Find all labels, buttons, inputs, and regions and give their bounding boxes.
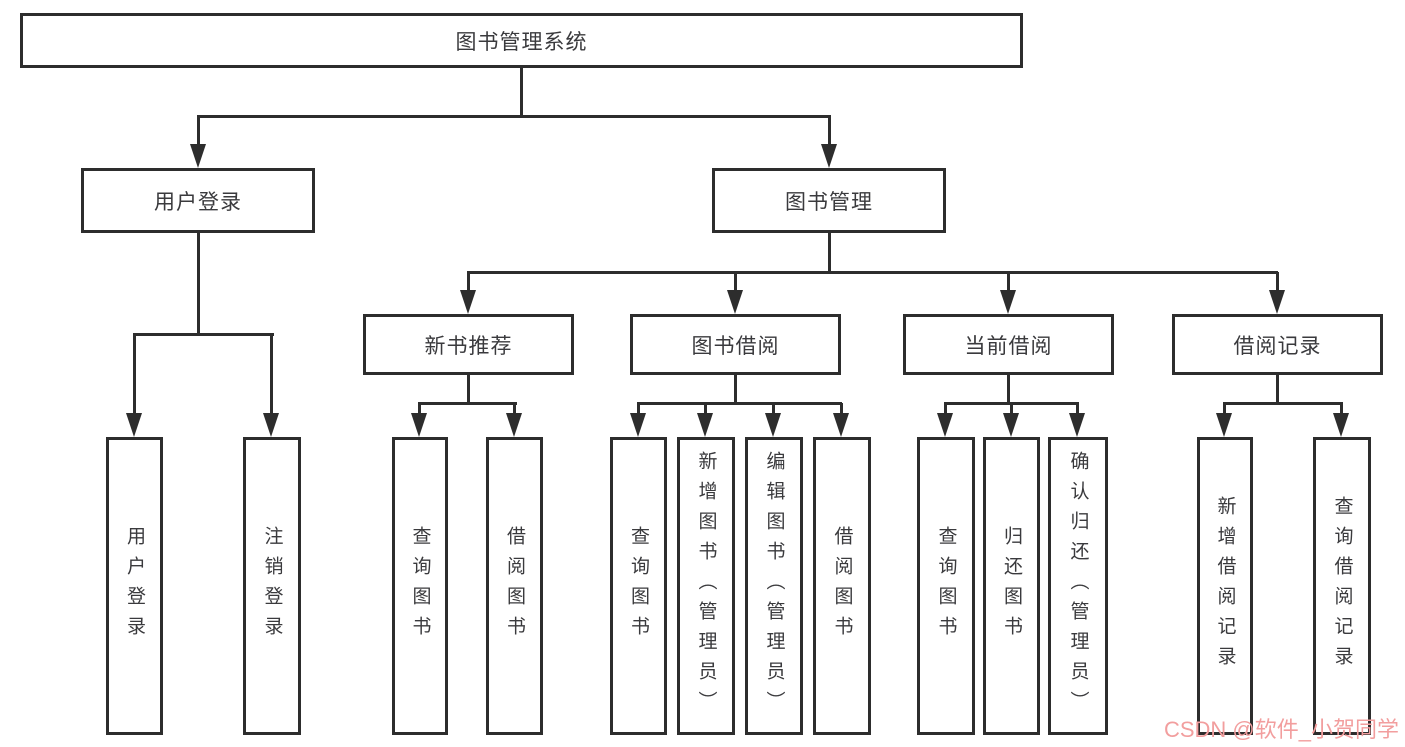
connector-line: [1223, 402, 1343, 405]
arrow-down-icon: [411, 413, 427, 437]
leaf-edit-books-admin: 编辑图书（管理员）: [745, 437, 803, 735]
leaf-confirm-return-admin: 确认归还（管理员）: [1048, 437, 1108, 735]
leaf-return-books: 归还图书: [983, 437, 1040, 735]
connector-line: [772, 403, 775, 417]
leaf-query-books-1: 查询图书: [392, 437, 448, 735]
arrow-down-icon: [506, 413, 522, 437]
connector-line: [1007, 375, 1010, 404]
connector-line: [1340, 403, 1343, 417]
connector-line: [734, 272, 737, 294]
connector-line: [133, 334, 136, 417]
node-borrow-records: 借阅记录: [1172, 314, 1383, 375]
connector-line: [840, 403, 843, 417]
arrow-down-icon: [190, 144, 206, 168]
connector-line: [734, 375, 737, 404]
connector-line: [1276, 272, 1279, 294]
node-root: 图书管理系统: [20, 13, 1023, 68]
node-book-borrow: 图书借阅: [630, 314, 841, 375]
connector-line: [418, 402, 517, 405]
arrow-down-icon: [460, 290, 476, 314]
csdn-watermark: CSDN @软件_小贺同学: [1163, 717, 1399, 742]
leaf-query-books-2: 查询图书: [610, 437, 667, 735]
connector-line: [1010, 403, 1013, 417]
connector-line: [637, 402, 842, 405]
connector-line: [197, 115, 831, 118]
connector-line: [467, 271, 1278, 274]
arrow-down-icon: [1000, 290, 1016, 314]
connector-line: [133, 333, 274, 336]
leaf-user-login: 用户登录: [106, 437, 163, 735]
connector-line: [828, 116, 831, 148]
leaf-query-borrow-record: 查询借阅记录: [1313, 437, 1371, 735]
connector-line: [704, 403, 707, 417]
arrow-down-icon: [1216, 413, 1232, 437]
leaf-add-books-admin: 新增图书（管理员）: [677, 437, 735, 735]
connector-line: [944, 403, 947, 417]
arrow-down-icon: [937, 413, 953, 437]
connector-line: [467, 272, 470, 294]
leaf-add-borrow-record: 新增借阅记录: [1197, 437, 1253, 735]
connector-line: [197, 116, 200, 148]
connector-line: [828, 233, 831, 273]
arrow-down-icon: [765, 413, 781, 437]
leaf-logout: 注销登录: [243, 437, 301, 735]
arrow-down-icon: [1333, 413, 1349, 437]
arrow-down-icon: [1003, 413, 1019, 437]
connector-line: [270, 334, 273, 417]
node-user-login: 用户登录: [81, 168, 315, 233]
connector-line: [1007, 272, 1010, 294]
connector-line: [1223, 403, 1226, 417]
arrow-down-icon: [126, 413, 142, 437]
leaf-borrow-books-2: 借阅图书: [813, 437, 871, 735]
leaf-borrow-books-1: 借阅图书: [486, 437, 543, 735]
leaf-query-books-3: 查询图书: [917, 437, 975, 735]
arrow-down-icon: [697, 413, 713, 437]
node-book-management: 图书管理: [712, 168, 946, 233]
arrow-down-icon: [263, 413, 279, 437]
node-new-book-recommend: 新书推荐: [363, 314, 574, 375]
connector-line: [1276, 375, 1279, 404]
connector-line: [637, 403, 640, 417]
arrow-down-icon: [1069, 413, 1085, 437]
arrow-down-icon: [833, 413, 849, 437]
arrow-down-icon: [630, 413, 646, 437]
arrow-down-icon: [821, 144, 837, 168]
connector-line: [467, 375, 470, 404]
node-current-borrow: 当前借阅: [903, 314, 1114, 375]
connector-line: [520, 68, 523, 118]
arrow-down-icon: [1269, 290, 1285, 314]
connector-line: [1076, 403, 1079, 417]
connector-line: [197, 233, 200, 336]
arrow-down-icon: [727, 290, 743, 314]
connector-line: [513, 403, 516, 417]
connector-line: [418, 403, 421, 417]
